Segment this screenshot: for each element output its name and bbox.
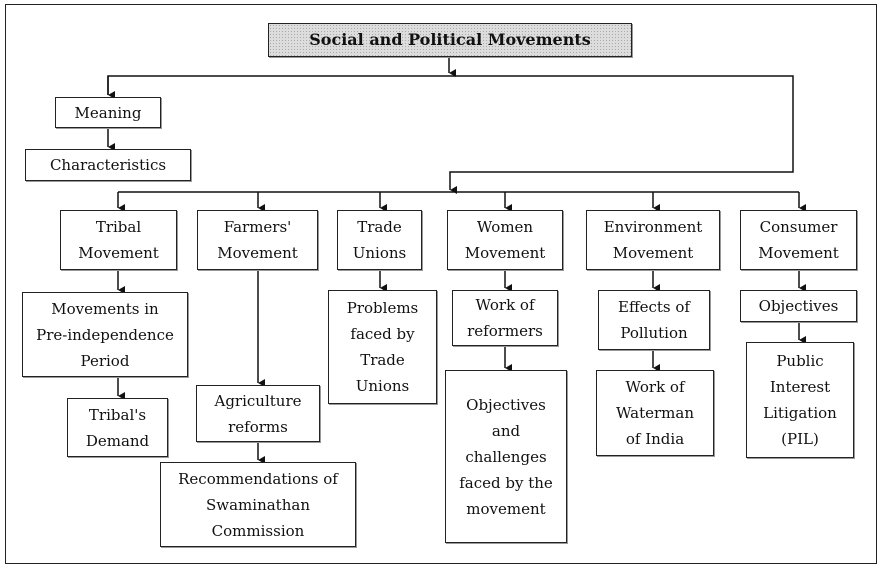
- box-text-line: Movement: [758, 244, 839, 262]
- box-text-line: reforms: [228, 417, 288, 436]
- box-text-line: Environment: [603, 218, 703, 236]
- subtopic-box: Work of reformers: [452, 290, 558, 346]
- subtopic-box: Objectives: [740, 290, 857, 322]
- box-text-line: Unions: [352, 244, 407, 262]
- box-text-line: challenges: [465, 447, 547, 466]
- box-text-line: movement: [466, 499, 546, 518]
- subtopic-box: Agriculture reforms: [196, 385, 320, 442]
- root-title: Social and Political Movements: [309, 30, 591, 49]
- box-text-line: (PIL): [781, 430, 819, 448]
- diagram-frame: [5, 4, 877, 564]
- meaning-box: Meaning: [55, 97, 161, 128]
- box-text-line: Movements in: [51, 299, 159, 318]
- box-text-line: Movement: [612, 244, 694, 262]
- box-text-line: Objectives: [758, 297, 839, 315]
- box-text-line: Commission: [211, 521, 305, 540]
- box-text-line: Agriculture: [214, 391, 302, 410]
- box-text-line: Tribal's: [88, 405, 147, 424]
- box-text-line: Public: [776, 352, 824, 370]
- box-text-line: Consumer: [759, 218, 838, 236]
- box-text-line: Movement: [217, 244, 298, 262]
- box-text-line: Recommendations of: [178, 469, 338, 488]
- box-text-line: faced by the: [459, 473, 553, 492]
- box-text-line: Unions: [355, 377, 410, 395]
- box-text-line: Women: [476, 218, 534, 236]
- box-text-line: of India: [625, 430, 685, 448]
- box-text-line: Pre-independence: [36, 325, 174, 344]
- box-text-line: Tribal: [95, 218, 142, 236]
- box-text-line: Trade: [360, 351, 405, 369]
- box-text-line: Demand: [85, 431, 150, 450]
- box-text-line: Movement: [464, 244, 546, 262]
- box-text-line: and: [491, 421, 521, 440]
- box-text-line: Effects of: [618, 298, 690, 316]
- box-text-line: Pollution: [620, 324, 688, 342]
- box-text-line: Trade: [357, 218, 402, 236]
- box-text-line: Litigation: [763, 404, 837, 422]
- meaning-label: Meaning: [74, 103, 142, 122]
- characteristics-box: Characteristics: [25, 149, 191, 181]
- box-text-line: Work of: [625, 378, 685, 396]
- root-box: Social and Political Movements: [268, 23, 632, 57]
- box-text-line: Waterman: [616, 404, 694, 422]
- box-text-line: reformers: [467, 322, 543, 340]
- subtopic-box: Objectives and challenges faced by the movem…: [445, 370, 567, 543]
- characteristics-label: Characteristics: [49, 156, 167, 174]
- box-text-line: Swaminathan: [206, 495, 310, 514]
- subtopic-box: Effects of Pollution: [598, 290, 710, 350]
- movement-box: Farmers' Movement: [197, 210, 318, 270]
- box-text-line: Problems: [346, 299, 419, 317]
- box-text-line: Objectives: [466, 395, 546, 414]
- box-text-line: Work of: [475, 296, 535, 314]
- box-text-line: Movement: [78, 244, 159, 262]
- box-text-line: Farmers': [223, 218, 292, 236]
- box-text-line: faced by: [350, 325, 415, 343]
- box-text-line: Period: [80, 351, 130, 370]
- subtopic-box: Work of Waterman of India: [596, 370, 714, 456]
- box-text-line: Interest: [769, 378, 831, 396]
